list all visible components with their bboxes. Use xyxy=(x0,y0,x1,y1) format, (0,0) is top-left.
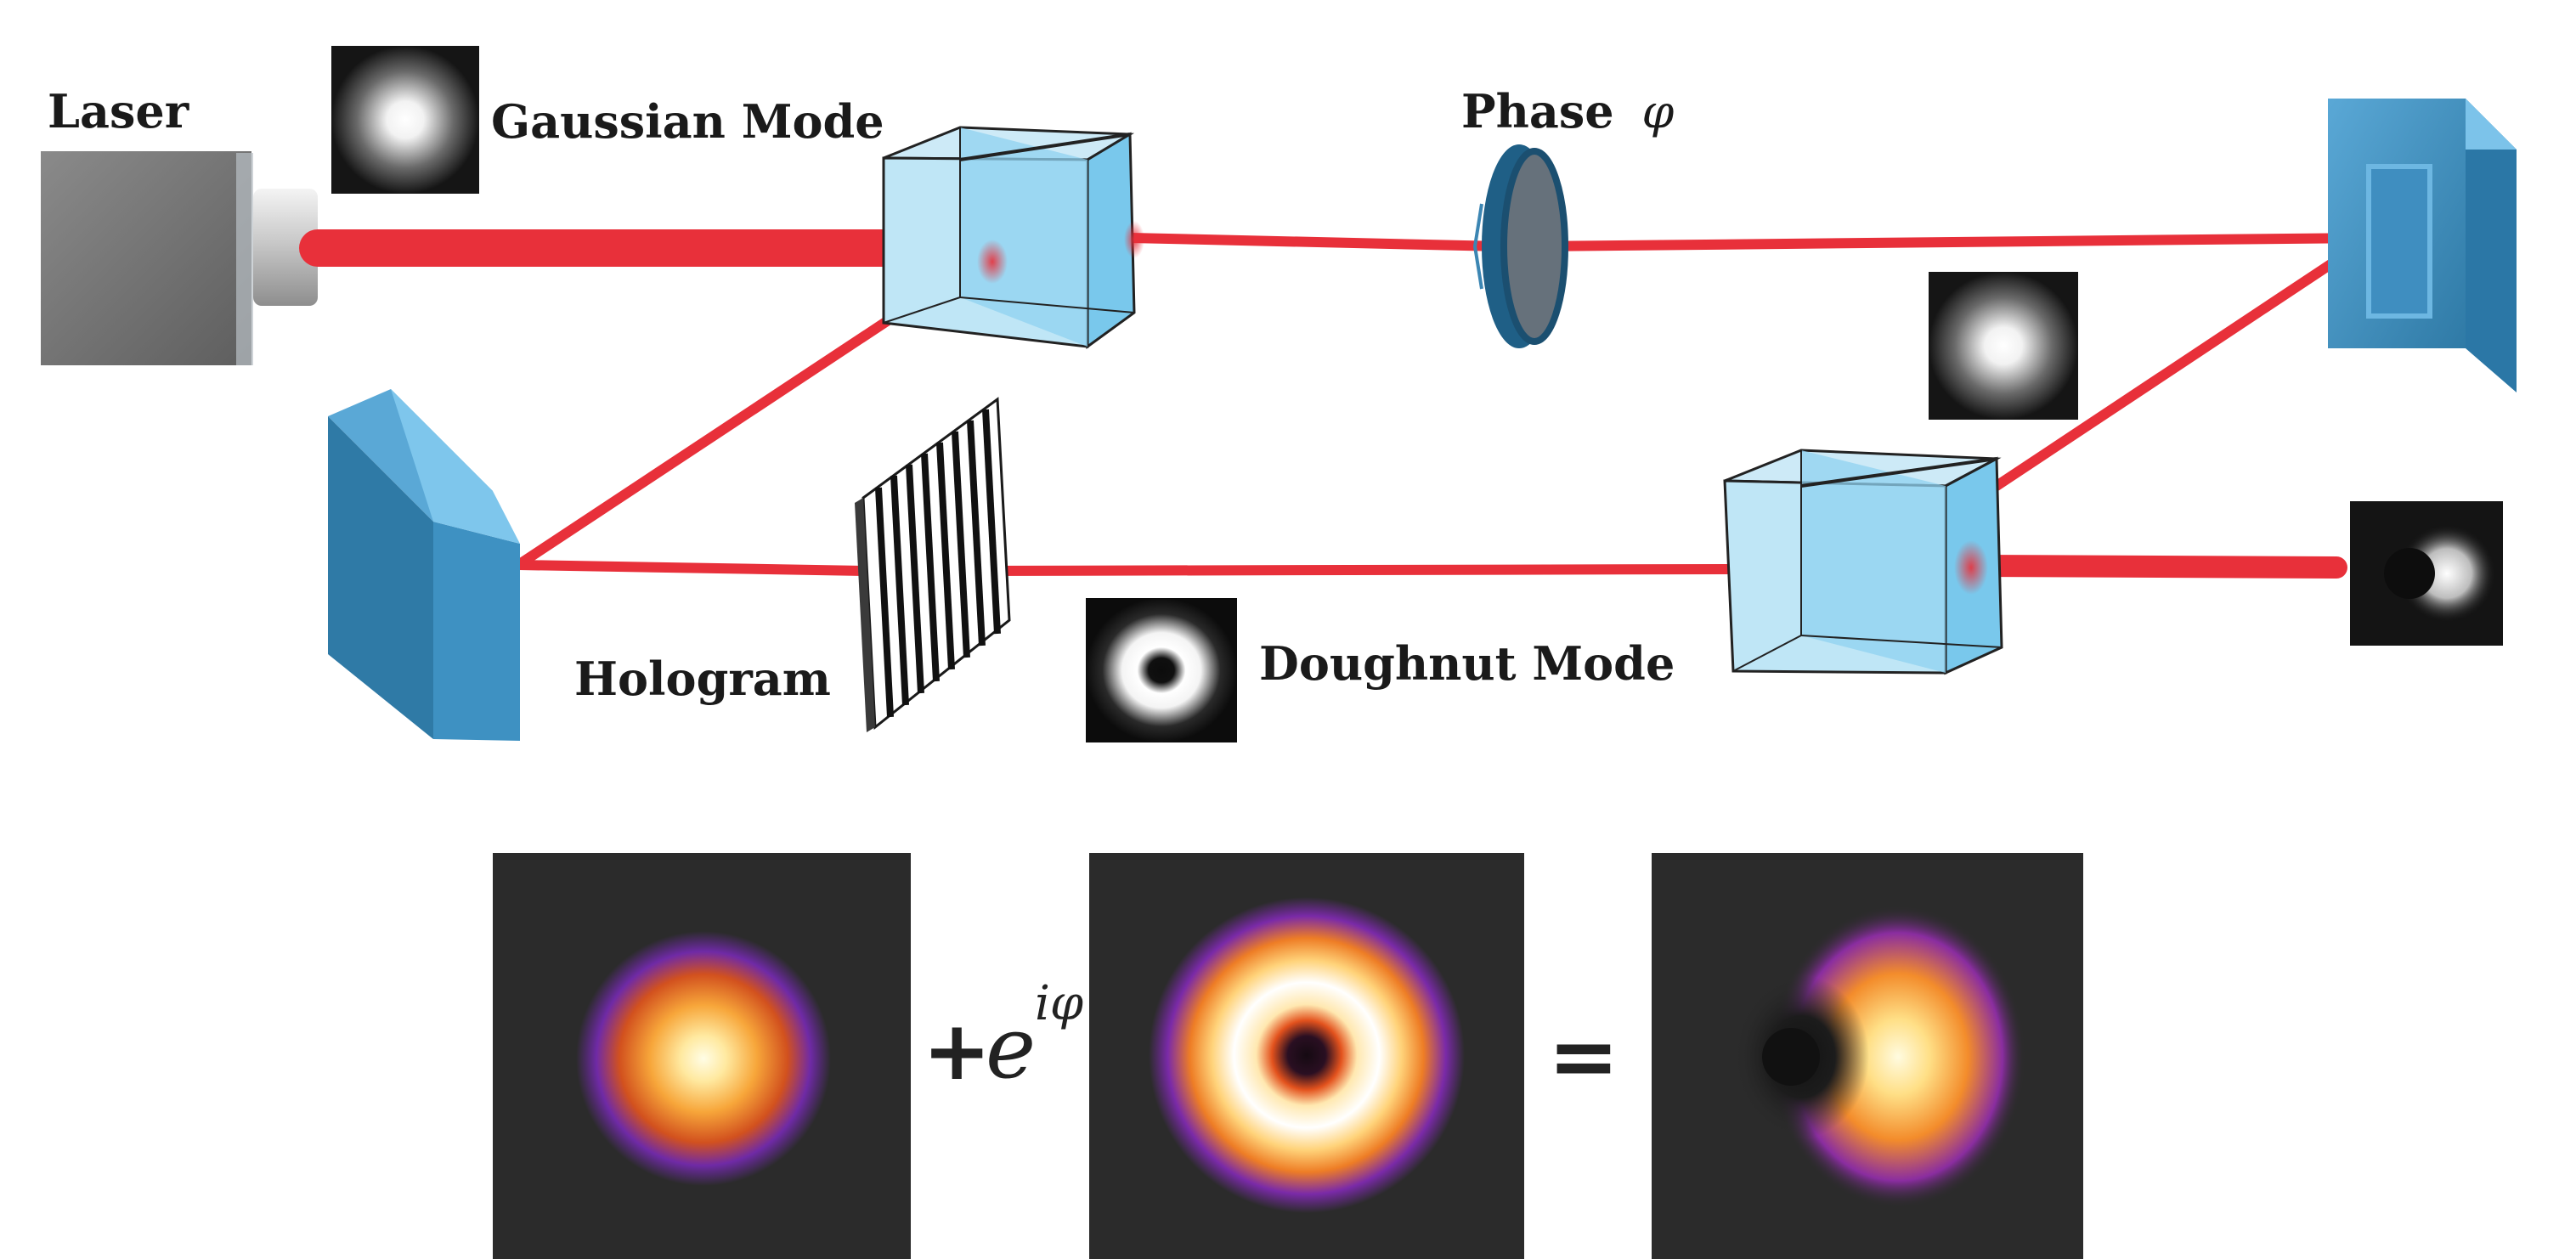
phase-plate-face xyxy=(1504,151,1565,342)
beam-hologram-to-splitter2 xyxy=(970,564,1734,576)
laser-side xyxy=(236,153,253,365)
laser xyxy=(41,151,318,365)
beam-splitter-2 xyxy=(1723,449,2003,675)
laser-nozzle xyxy=(253,189,318,306)
gaussian-mode-label: Gaussian Mode xyxy=(491,94,884,149)
exponential-base: e xyxy=(986,998,1036,1098)
beam-splitter-1 xyxy=(882,126,1144,349)
left-mirror-edge xyxy=(433,522,520,741)
laser-label: Laser xyxy=(48,84,189,138)
left-mirror-front xyxy=(328,416,433,739)
beam-mirror-to-splitter2 xyxy=(1991,233,2375,491)
splitter-1-inner xyxy=(960,127,1087,347)
beam-left-mirror-to-hologram xyxy=(513,560,872,576)
beam-splitter-to-phase xyxy=(1125,233,1507,251)
beam-output xyxy=(1969,555,2347,579)
output-mode-inset xyxy=(2350,501,2503,646)
hologram-fringes xyxy=(875,409,1001,718)
doughnut-mode-label: Doughnut Mode xyxy=(1259,636,1675,691)
exponential-exponent: iφ xyxy=(1035,976,1083,1031)
right-mirror xyxy=(2328,99,2517,392)
panel-superposition xyxy=(1652,853,2083,1259)
splitter-1-diagonal xyxy=(959,133,1131,161)
gaussian-mode-inset xyxy=(331,46,479,194)
phase-plate xyxy=(1472,144,1568,348)
laser-body xyxy=(41,151,251,365)
left-mirror xyxy=(328,389,520,741)
panel-doughnut xyxy=(1089,853,1524,1259)
gaussian-mode-inset-right xyxy=(1929,272,2078,420)
svg-text:Phase φ: Phase φ xyxy=(1461,84,1674,138)
panel-gaussian xyxy=(493,853,911,1259)
beam-phase-to-mirror xyxy=(1531,233,2375,251)
splitter-2-inner xyxy=(1801,450,1946,673)
phase-symbol: φ xyxy=(1641,85,1674,138)
splitter-2-diagonal xyxy=(1800,457,1997,488)
beam-paths xyxy=(299,229,2375,579)
doughnut-mode-inset xyxy=(1086,598,1237,742)
plus-sign: + xyxy=(923,1003,991,1098)
equals-sign: = xyxy=(1548,1007,1619,1106)
hologram xyxy=(855,397,1011,732)
phase-label: Phase xyxy=(1461,84,1614,138)
hologram-label: Hologram xyxy=(574,652,831,706)
right-mirror-side xyxy=(2466,99,2517,392)
